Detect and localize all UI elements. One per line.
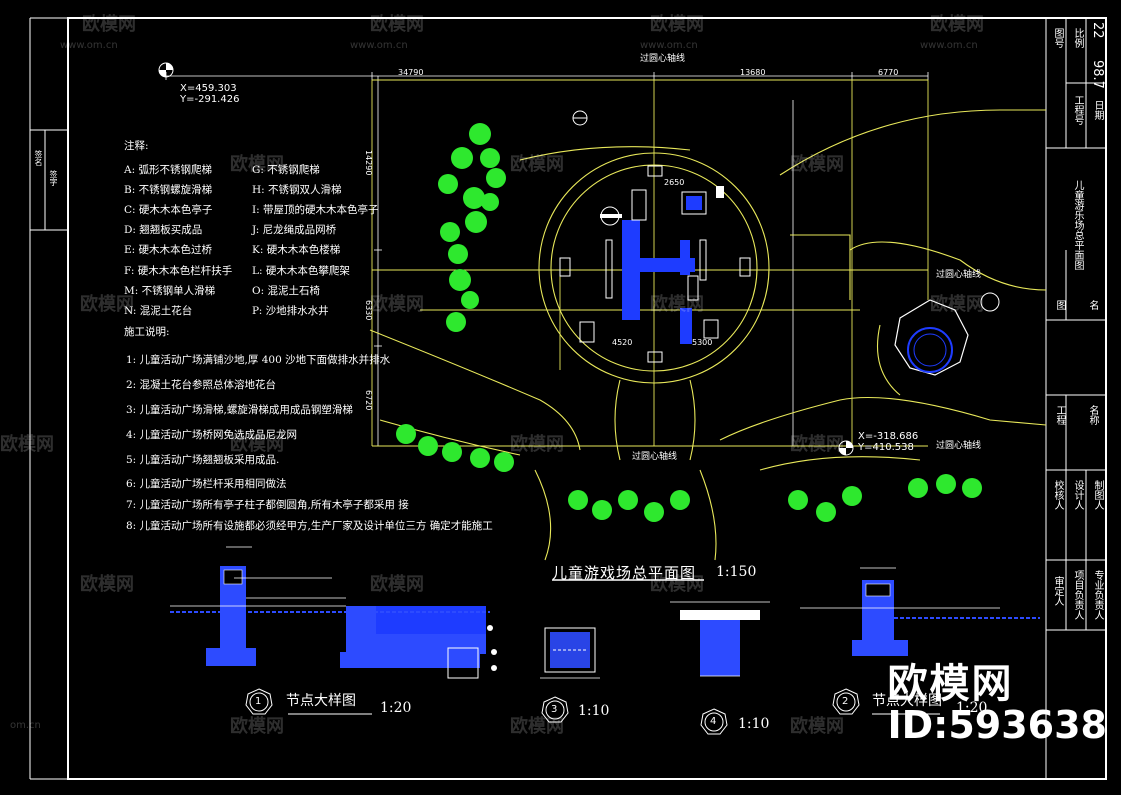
legend-item: A: 弧形不锈钢爬梯 [124,164,212,176]
legend-item: O: 混泥土石椅 [252,285,320,297]
detail-title: 节点大样图 [286,693,356,709]
dim-inner-1: 2650 [664,178,685,187]
round-plaza [894,292,1000,376]
tb-label-date: 日期 [1092,100,1103,120]
detail-title: 节点大样图 [872,693,942,709]
tb-approve: 审定人 [1052,576,1063,606]
left-strip-label: 签名 [34,150,43,166]
tb-label-job-no: 工程号 [1072,95,1083,125]
coord-top-x: X=459.303 [180,83,237,94]
legend-item: K: 硬木木本色楼梯 [252,244,341,256]
dim-top-2: 13680 [740,68,766,77]
dim-top-3: 6770 [878,68,899,77]
legend-item: H: 不锈钢双人滑梯 [252,184,342,196]
site-paths [369,109,1047,561]
tb-label-pic-no: 图号 [1052,28,1063,48]
legend-item: N: 混泥土花台 [124,305,193,317]
tb-specialty-lead: 专业负责人 [1092,570,1103,620]
tb-project-lead: 项目负责人 [1072,570,1083,620]
detail-number: 3 [551,704,558,715]
detail-scale: 1:20 [956,700,988,716]
legend-item: F: 硬木木本色栏杆扶手 [124,265,233,277]
axis-label-right: 过圆心轴线 [936,270,982,280]
brand-id: ID:593638 [887,703,1107,747]
note-item: 5: 儿童活动广场翘翘板采用成品. [126,454,280,466]
detail-1-section [170,546,497,679]
legend-item: I: 带屋顶的硬木木本色亭子 [252,204,379,216]
tb-date: 98.7 [1090,60,1105,89]
brand-logo: 欧模网 ID:593638 [887,664,1107,744]
title-block [1045,18,1106,779]
detail-scale: 1:10 [738,716,770,732]
note-item: 7: 儿童活动广场所有亭子柱子都倒圆角,所有木亭子都采用 接 [126,499,409,511]
legend-item: E: 硬木木本色过桥 [124,244,213,256]
axis-label-bottom-left: 过圆心轴线 [632,452,678,462]
tb-label-drawing: 图 [1054,300,1065,310]
legend-item: B: 不锈钢螺旋滑梯 [124,184,213,196]
tb-label-title: 名 [1087,300,1098,310]
tb-check: 校核人 [1052,480,1063,510]
detail-scale: 1:20 [380,700,412,716]
legend-item: C: 硬木木本色亭子 [124,204,213,216]
dim-inner-2: 5300 [692,338,713,347]
note-item: 8: 儿童活动广场所有设施都必须经甲方,生产厂家及设计单位三方 确定才能施工 [126,520,493,532]
detail-scale: 1:10 [578,703,610,719]
tb-label-scale: 比例 [1072,28,1083,48]
detail-markers [245,579,940,735]
brand-name: 欧模网 [887,661,1014,707]
trees [396,123,982,522]
note-item: 4: 儿童活动广场桥网免选成品尼龙网 [126,429,298,441]
tb-drawing-no: 22 [1090,22,1105,39]
dim-left-1: 14290 [364,150,373,176]
legend-title: 注释: [124,140,149,152]
note-item: 1: 儿童活动广场满铺沙地,厚 400 沙地下面做排水并排水 [126,354,391,366]
dim-left-2: 6330 [364,300,373,321]
legend-item: J: 尼龙绳成品网桥 [252,224,337,236]
coord-top-y: Y=-291.426 [180,94,240,105]
detail-2-section [800,567,1040,656]
detail-number: 2 [842,696,849,707]
legend-item: M: 不锈钢单人滑梯 [124,285,216,297]
detail-3-section [540,627,600,679]
tb-design: 设计人 [1072,480,1083,510]
detail-number: 4 [710,716,717,727]
left-strip-label: 签字 [49,170,58,186]
playground-equipment [559,165,751,363]
legend-item: L: 硬木木本色攀爬架 [252,265,350,277]
dim-left-3: 6720 [364,390,373,411]
detail-number: 1 [255,696,262,707]
note-item: 3: 儿童活动广场滑梯,螺旋滑梯成用成品钢塑滑梯 [126,404,353,416]
legend-item: P: 沙地排水水井 [252,305,329,317]
note-item: 2: 混凝土花台参照总体溶地花台 [126,379,277,391]
detail-4-section [670,601,770,677]
axis-label-bottom-right: 过圆心轴线 [936,441,982,451]
tb-draw: 制图人 [1092,480,1103,510]
dimension-lines [165,72,929,446]
coord-markers [158,62,854,456]
tb-label-name: 名称 [1087,405,1098,425]
legend-item: G: 不锈钢爬梯 [252,164,320,176]
tb-project-name: 儿童游乐场总平面图 [1072,180,1083,270]
plan-title: 儿童游戏场总平面图 [552,564,697,582]
axis-label-top: 过圆心轴线 [640,54,686,64]
notes-title: 施工说明: [124,326,170,338]
legend-item: D: 翘翘板买成品 [124,224,203,236]
tb-label-engineering: 工程 [1054,405,1065,425]
plan-scale: 1:150 [716,564,757,580]
dim-top-1: 34790 [398,68,424,77]
dim-inner-3: 4520 [612,338,633,347]
coord-bottom-x: X=-318.686 [858,431,919,442]
coord-bottom-y: Y=410.538 [858,442,914,453]
note-item: 6: 儿童活动广场栏杆采用相同做法 [126,478,287,490]
drawing-border [67,17,1107,780]
